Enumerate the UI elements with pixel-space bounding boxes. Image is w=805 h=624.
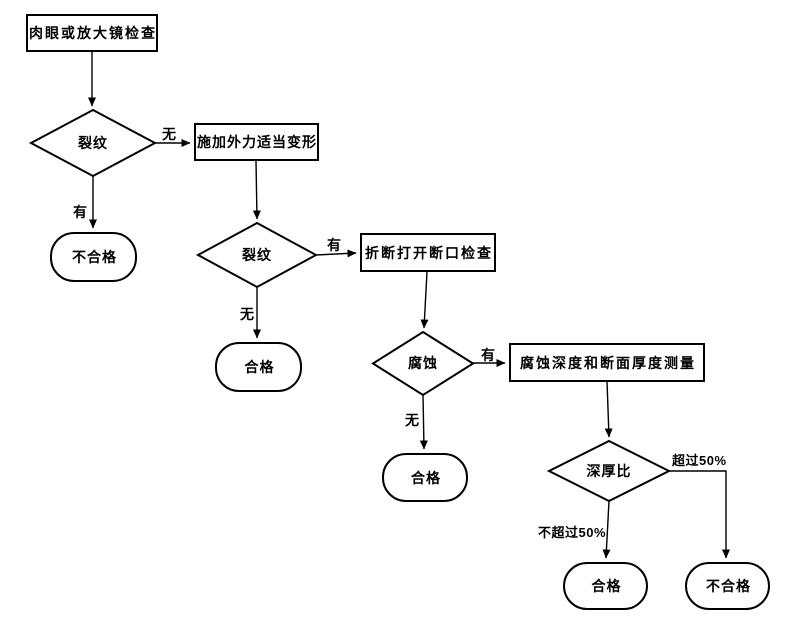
edge-ratio-notover-to-pass3 (602, 500, 611, 559)
decision-crack1-shape (28, 108, 158, 178)
edge-label-ratio-not-over: 不超过50% (538, 525, 607, 540)
edge-label-crack2-no: 无 (240, 306, 254, 322)
decision-corrosion-label: 腐蚀 (408, 355, 438, 371)
terminal-pass1: 合格 (215, 342, 302, 392)
edge-label-crack1-no: 无 (162, 126, 176, 142)
edge-label-ratio-over: 超过50% (672, 453, 727, 468)
process-start: 肉眼或放大镜检查 (26, 14, 158, 52)
process-measure: 腐蚀深度和断面厚度测量 (509, 343, 705, 382)
edge-label-corrosion-yes: 有 (481, 347, 495, 363)
decision-ratio-shape (546, 439, 672, 503)
decision-crack1-label: 裂纹 (78, 135, 108, 151)
edge-corrosion-no-to-pass2 (419, 394, 428, 450)
edge-fracture-to-corrosion (420, 271, 429, 329)
edge-label-crack2-yes: 有 (327, 237, 341, 253)
decision-corrosion-shape (371, 330, 475, 397)
edge-crack2-yes-to-fracture (315, 249, 357, 258)
decision-crack2-shape (195, 221, 319, 289)
terminal-fail1: 不合格 (50, 232, 137, 282)
terminal-pass3: 合格 (563, 562, 648, 610)
terminal-pass2: 合格 (382, 453, 468, 502)
process-deform: 施加外力适当变形 (194, 123, 319, 161)
decision-ratio-label: 深厚比 (586, 463, 632, 479)
process-fracture: 折断打开断口检查 (360, 233, 496, 272)
decision-crack2-label: 裂纹 (242, 247, 272, 263)
edge-measure-to-ratio (604, 380, 613, 438)
edge-label-corrosion-no: 无 (405, 412, 419, 428)
terminal-fail2: 不合格 (685, 562, 770, 610)
edge-deform-to-crack2 (252, 160, 261, 220)
edge-label-crack1-yes: 有 (73, 204, 87, 220)
edge-ratio-over-to-fail2 (669, 470, 730, 559)
